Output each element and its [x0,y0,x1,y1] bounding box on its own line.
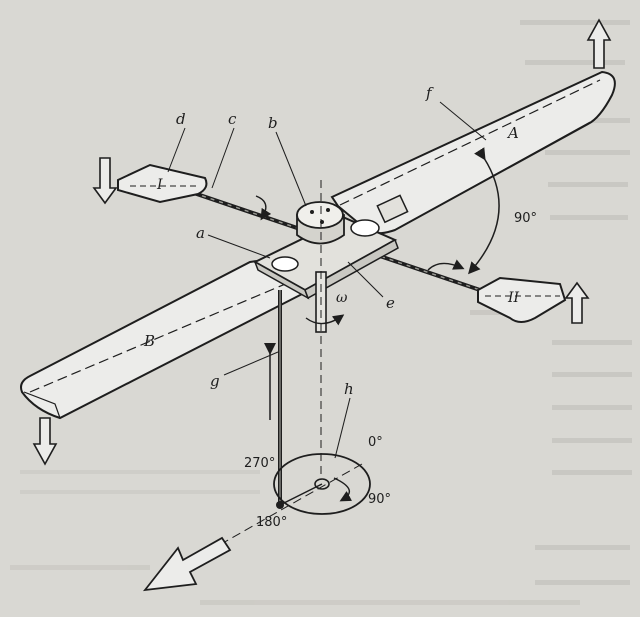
label-h: h [344,380,354,398]
label-paddle-I: I [156,177,163,193]
label-d: d [176,110,186,128]
label-f: f [425,84,434,102]
flight-direction-arrow [142,536,232,592]
angle-label-270: 270° [244,456,275,471]
leader-lines [167,101,487,459]
rotor-shaft [305,180,345,480]
angle-label-180: 180° [256,515,287,530]
paddle-I [117,163,208,204]
label-paddle-II: II [507,290,520,306]
label-omega: ω [336,290,348,306]
angle-arc-90 [468,147,500,275]
blade-B [20,260,312,420]
label-c: c [228,110,237,128]
force-arrow-paddle-I [92,157,118,205]
label-a: a [196,224,205,242]
force-arrow-paddle-II [564,281,590,324]
angle-label-90-blade: 90° [514,211,537,226]
flight-axis [199,463,363,557]
label-e: e [386,294,395,312]
pushrod-g [264,290,282,508]
angle-label-0: 0° [368,435,383,450]
label-b: b [268,114,278,132]
label-g: g [210,372,220,390]
force-arrow-blade-B [32,417,58,466]
force-arrow-blade-A [586,18,612,69]
label-blade-A: A [506,124,519,142]
paddle-II [477,276,567,323]
hub-cylinder [296,201,345,245]
twist-arrows [255,195,465,271]
swash-disc [273,453,371,515]
angle-label-90-disc: 90° [368,492,391,507]
label-blade-B: B [143,332,155,350]
